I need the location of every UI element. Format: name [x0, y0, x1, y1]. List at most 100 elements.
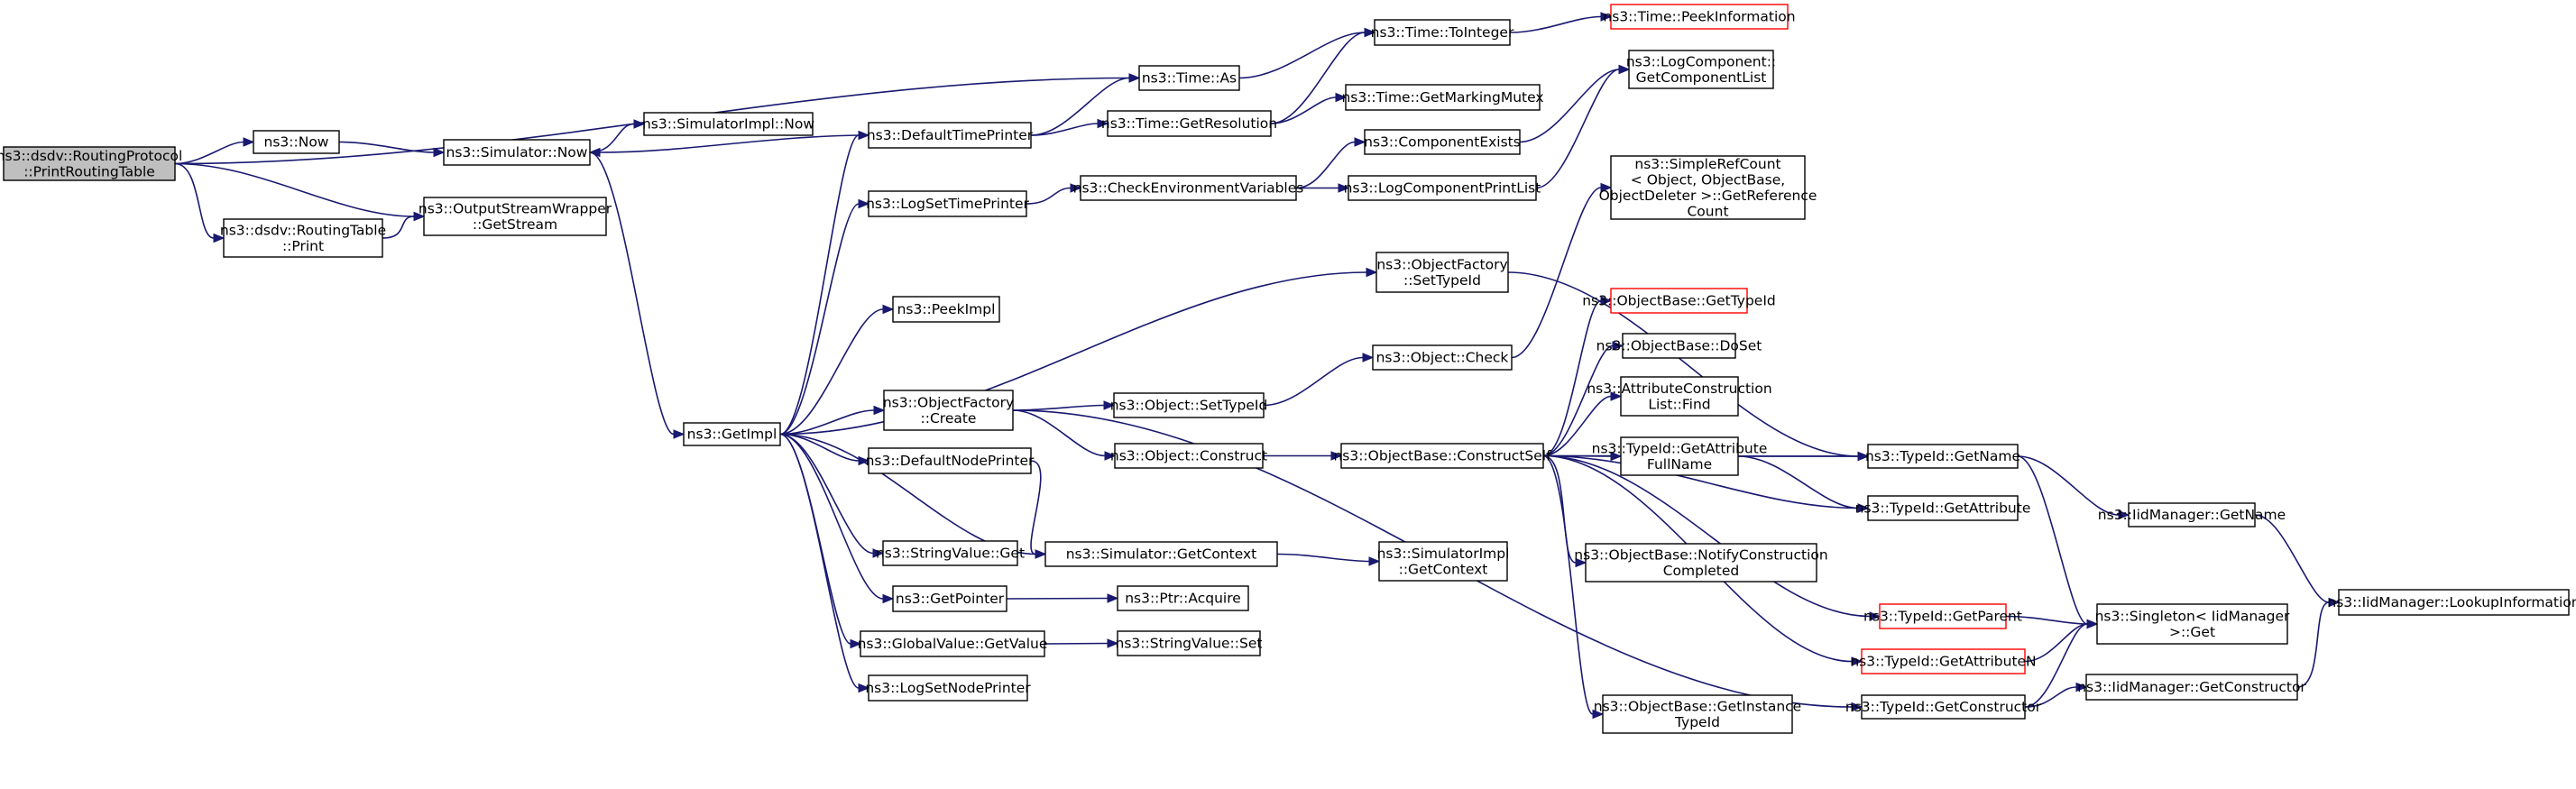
node-ptracquire[interactable]: ns3::Ptr::Acquire — [1117, 585, 1249, 611]
edge-line — [1507, 271, 1859, 457]
node-label-line: ns3::ComponentExists — [1364, 134, 1521, 151]
node-label-line: ns3::LogComponentPrintList — [1344, 180, 1541, 197]
node-timemutex[interactable]: ns3::Time::GetMarkingMutex — [1341, 84, 1544, 111]
node-simimplnow[interactable]: ns3::SimulatorImpl::Now — [642, 112, 814, 136]
node-lcpl[interactable]: ns3::LogComponentPrintList — [1344, 175, 1541, 201]
arrowhead — [1600, 12, 1613, 22]
node-label-line: ns3::TypeId::GetAttribute — [1592, 440, 1768, 456]
node-label-line: ::Create — [921, 410, 977, 427]
node-label-line: ns3::ObjectBase::GetInstance — [1594, 698, 1801, 714]
call-edge-objsettid-to-objcheck — [1263, 353, 1375, 407]
node-label-line: < Object, ObjectBase, — [1631, 171, 1785, 188]
node-simnow[interactable]: ns3::Simulator::Now — [443, 139, 591, 166]
node-label-line: ns3::SimulatorImpl — [1377, 546, 1510, 562]
node-label-line: ::SetTypeId — [1403, 272, 1481, 289]
edge-line — [1542, 454, 1594, 715]
node-timepeek[interactable]: ns3::Time::PeekInformation — [1603, 4, 1796, 30]
node-checkenv[interactable]: ns3::CheckEnvironmentVariables — [1073, 175, 1304, 201]
node-timeas[interactable]: ns3::Time::As — [1138, 65, 1240, 91]
arrowhead — [1128, 73, 1141, 83]
node-ofsettid[interactable]: ns3::ObjectFactory::SetTypeId — [1375, 252, 1509, 293]
node-label-line: ns3::LogSetTimePrinter — [866, 196, 1029, 212]
node-box — [443, 139, 591, 166]
node-dnp[interactable]: ns3::DefaultNodePrinter — [866, 447, 1035, 474]
node-label-line: ns3::Time::GetResolution — [1101, 115, 1277, 132]
edge-line — [382, 216, 415, 239]
node-tidgetctor[interactable]: ns3::TypeId::GetConstructor — [1845, 694, 2042, 720]
node-svget[interactable]: ns3::StringValue::Get — [876, 540, 1025, 566]
arrowhead — [1104, 451, 1117, 461]
node-peekimpl[interactable]: ns3::PeekImpl — [892, 296, 1000, 323]
node-singleton[interactable]: ns3::Singleton< IidManager>::Get — [2095, 603, 2290, 645]
node-lcgcl[interactable]: ns3::LogComponent::GetComponentList — [1626, 50, 1776, 89]
node-objconstruct[interactable]: ns3::Object::Construct — [1110, 443, 1267, 469]
edge-line — [1511, 187, 1602, 359]
node-timegetres[interactable]: ns3::Time::GetResolution — [1101, 110, 1277, 137]
node-timetoint[interactable]: ns3::Time::ToInteger — [1371, 19, 1514, 46]
call-edge-timetoint-to-timepeek — [1509, 12, 1613, 33]
arrowhead — [213, 233, 225, 243]
node-label-line: ns3::TypeId::GetAttribute — [1855, 500, 2031, 517]
arrowhead — [858, 683, 870, 693]
arrowhead — [2075, 682, 2088, 693]
call-edge-dtp-to-timegetres — [1030, 118, 1109, 136]
node-obnotify[interactable]: ns3::ObjectBase::NotifyConstructionCompl… — [1574, 543, 1828, 583]
edge-line — [1263, 356, 1364, 407]
node-objsettid[interactable]: ns3::Object::SetTypeId — [1110, 392, 1268, 418]
node-iidgetname[interactable]: ns3::IidManager::GetName — [2098, 502, 2286, 528]
node-root[interactable]: ns3::dsdv::RoutingProtocol::PrintRouting… — [0, 146, 182, 181]
node-getimpl[interactable]: ns3::GetImpl — [683, 422, 781, 446]
node-simimplctx[interactable]: ns3::SimulatorImpl::GetContext — [1377, 541, 1510, 582]
call-edge-objcheck-to-srcref — [1511, 182, 1613, 359]
node-srcref[interactable]: ns3::SimpleRefCount< Object, ObjectBase,… — [1599, 155, 1817, 220]
node-compexists[interactable]: ns3::ComponentExists — [1364, 129, 1521, 155]
edge-line — [1030, 460, 1042, 555]
edge-line — [1044, 642, 1109, 645]
edge-line — [174, 162, 415, 217]
node-obconstructself[interactable]: ns3::ObjectBase::ConstructSelf — [1333, 443, 1551, 469]
node-label-line: ns3::ObjectBase::ConstructSelf — [1333, 448, 1551, 464]
node-ofcreate[interactable]: ns3::ObjectFactory::Create — [883, 390, 1014, 431]
node-obdoset[interactable]: ns3::ObjectBase::DoSet — [1596, 333, 1762, 359]
arrowhead — [872, 548, 885, 558]
node-iidgetctor[interactable]: ns3::IidManager::GetConstructor — [2077, 674, 2306, 701]
arrowhead — [1364, 27, 1376, 38]
node-label-line: ns3::DefaultTimePrinter — [867, 127, 1034, 143]
node-label-line: ns3::Simulator::Now — [446, 144, 588, 161]
node-rtprint[interactable]: ns3::dsdv::RoutingTable::Print — [220, 218, 386, 258]
node-label-line: ns3::ObjectBase::NotifyConstruction — [1574, 546, 1827, 563]
edge-line — [1006, 597, 1109, 600]
arrowhead — [413, 211, 426, 222]
edge-line — [2017, 455, 2088, 625]
node-gvget[interactable]: ns3::GlobalValue::GetValue — [858, 630, 1048, 657]
node-label-line: ns3::Time::ToInteger — [1371, 24, 1514, 41]
node-getptr[interactable]: ns3::GetPointer — [892, 585, 1007, 612]
node-label-line: ns3::ObjectBase::GetTypeId — [1582, 293, 1776, 309]
node-svset[interactable]: ns3::StringValue::Set — [1116, 630, 1263, 656]
node-osw[interactable]: ns3::OutputStreamWrapper::GetStream — [419, 197, 612, 236]
edge-line — [1509, 15, 1602, 33]
node-dtp[interactable]: ns3::DefaultTimePrinter — [867, 122, 1034, 149]
node-label-line: ns3::Singleton< IidManager — [2095, 608, 2290, 624]
node-lstp[interactable]: ns3::LogSetTimePrinter — [866, 190, 1030, 217]
node-iidlookup[interactable]: ns3::IidManager::LookupInformation — [2327, 589, 2576, 616]
node-label-line: ns3::OutputStreamWrapper — [419, 200, 612, 216]
node-tidgetparent[interactable]: ns3::TypeId::GetParent — [1863, 603, 2022, 629]
node-lsnp[interactable]: ns3::LogSetNodePrinter — [865, 674, 1031, 702]
node-box — [868, 122, 1032, 149]
node-simgetctx[interactable]: ns3::Simulator::GetContext — [1044, 541, 1278, 567]
node-tidgetname[interactable]: ns3::TypeId::GetName — [1865, 444, 2020, 469]
node-tidgetattr[interactable]: ns3::TypeId::GetAttribute — [1855, 495, 2031, 521]
node-box — [1114, 443, 1264, 469]
node-now[interactable]: ns3::Now — [253, 130, 340, 154]
node-tidgetattrn[interactable]: ns3::TypeId::GetAttributeN — [1850, 648, 2037, 674]
edge-line — [1276, 553, 1370, 563]
arrowhead — [1851, 702, 1863, 712]
node-objcheck[interactable]: ns3::Object::Check — [1372, 344, 1513, 371]
node-obgettid[interactable]: ns3::ObjectBase::GetTypeId — [1582, 288, 1776, 314]
node-box — [1620, 436, 1739, 476]
arrowhead — [850, 638, 862, 649]
